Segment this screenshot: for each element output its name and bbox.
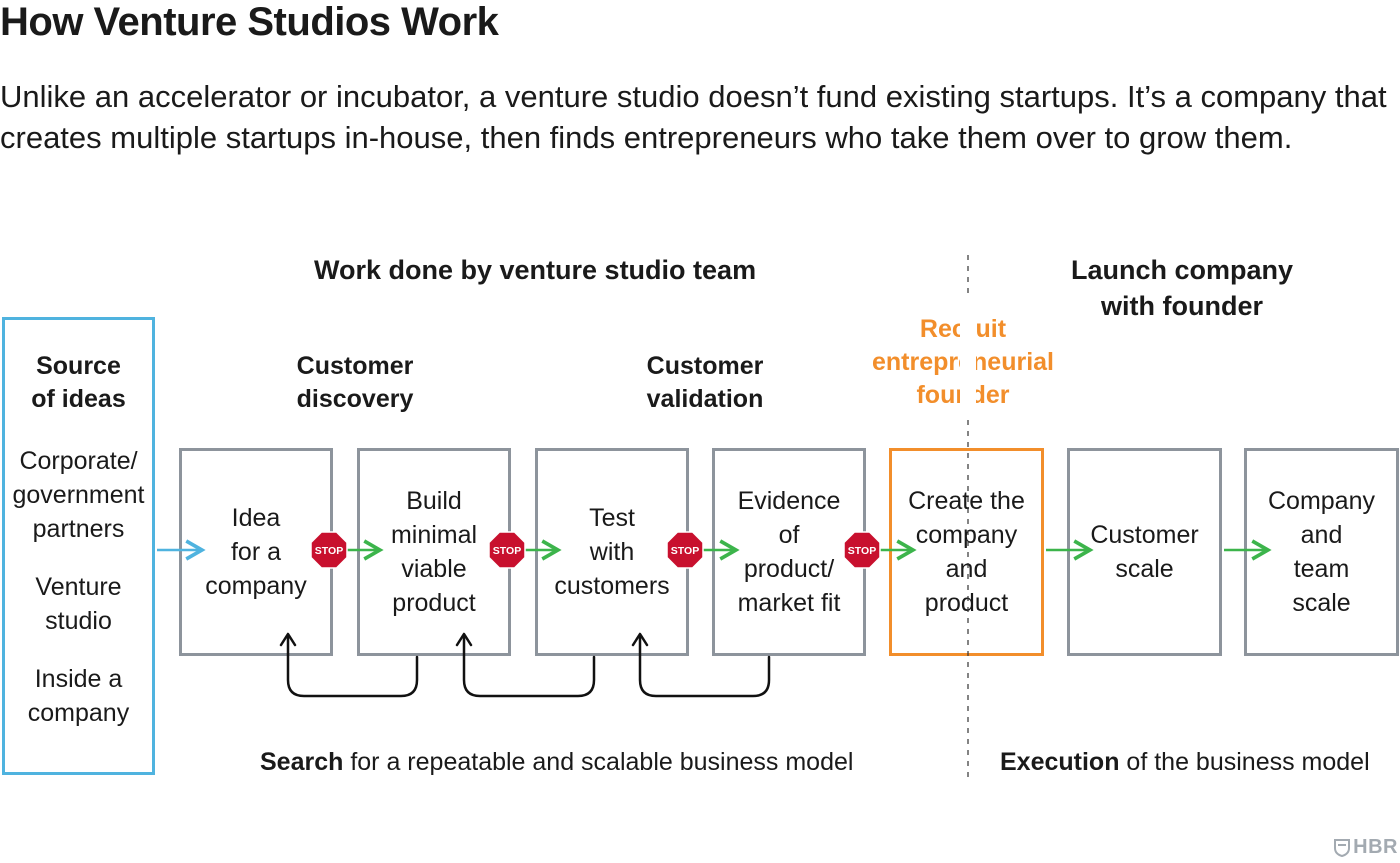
- step-label-create-company: Create the company and product: [908, 487, 1025, 617]
- footer-search-rest: for a repeatable and scalable business m…: [343, 748, 854, 776]
- feedback-loop-1-arrowhead: [279, 632, 297, 647]
- hbr-shield-icon: [1334, 838, 1351, 857]
- footer-execution-bold: Execution: [1000, 748, 1120, 776]
- step-label-idea: Idea for a company: [205, 504, 307, 600]
- feedback-loop-1: [286, 634, 419, 698]
- footer-execution: Execution of the business model: [1000, 748, 1370, 777]
- step-label-build-mvp: Build minimal viable product: [390, 487, 478, 617]
- stop-sign-icon: STOP: [310, 531, 348, 569]
- source-of-ideas-title: Source of ideas: [31, 352, 126, 413]
- feedback-loop-2-arrowhead: [455, 632, 473, 647]
- page-subtitle: Unlike an accelerator or incubator, a ve…: [0, 79, 1387, 155]
- step-box-test: Test with customers: [535, 448, 689, 656]
- step-box-team-scale: Company and team scale: [1244, 448, 1399, 656]
- source-item-venture-studio: Venture studio: [35, 573, 122, 635]
- stop-sign-icon: STOP: [843, 531, 881, 569]
- stop-sign-label: STOP: [848, 545, 876, 557]
- stop-sign-label: STOP: [671, 545, 699, 557]
- stop-sign-icon: STOP: [488, 531, 526, 569]
- phase-label-discovery: Customer discovery: [296, 352, 414, 413]
- step-box-build-mvp: Build minimal viable product: [357, 448, 511, 656]
- stop-sign-label: STOP: [493, 545, 521, 557]
- feedback-loop-2: [462, 634, 596, 698]
- feedback-loop-3-arrowhead: [631, 632, 649, 647]
- footer-execution-rest: of the business model: [1119, 748, 1370, 776]
- feedback-loop-3: [638, 634, 771, 698]
- step-label-customer-scale: Customer scale: [1090, 521, 1199, 583]
- step-label-team-scale: Company and team scale: [1268, 487, 1375, 617]
- step-box-create-company: Create the company and product: [889, 448, 1044, 656]
- stop-sign-label: STOP: [315, 545, 343, 557]
- hbr-logo: HBR: [1334, 836, 1398, 859]
- phase-label-validation: Customer validation: [646, 352, 764, 413]
- hbr-logo-text: HBR: [1353, 836, 1398, 858]
- page-title: How Venture Studios Work: [0, 0, 499, 44]
- source-item-inside-company: Inside a company: [27, 665, 130, 727]
- divider-gap-cover: [960, 296, 976, 420]
- source-of-ideas-box: Source of ideas Corporate/ government pa…: [2, 317, 155, 775]
- section-heading-launch: Launch company with founder: [1070, 255, 1294, 321]
- source-item-partners: Corporate/ government partners: [12, 447, 145, 543]
- stop-sign-icon: STOP: [666, 531, 704, 569]
- footer-search-bold: Search: [260, 748, 344, 776]
- footer-search: Search for a repeatable and scalable bus…: [260, 748, 853, 777]
- step-label-test: Test with customers: [554, 504, 670, 600]
- step-box-customer-scale: Customer scale: [1067, 448, 1222, 656]
- step-label-evidence: Evidence of product/ market fit: [737, 487, 841, 617]
- section-heading-studio-team: Work done by venture studio team: [314, 255, 757, 285]
